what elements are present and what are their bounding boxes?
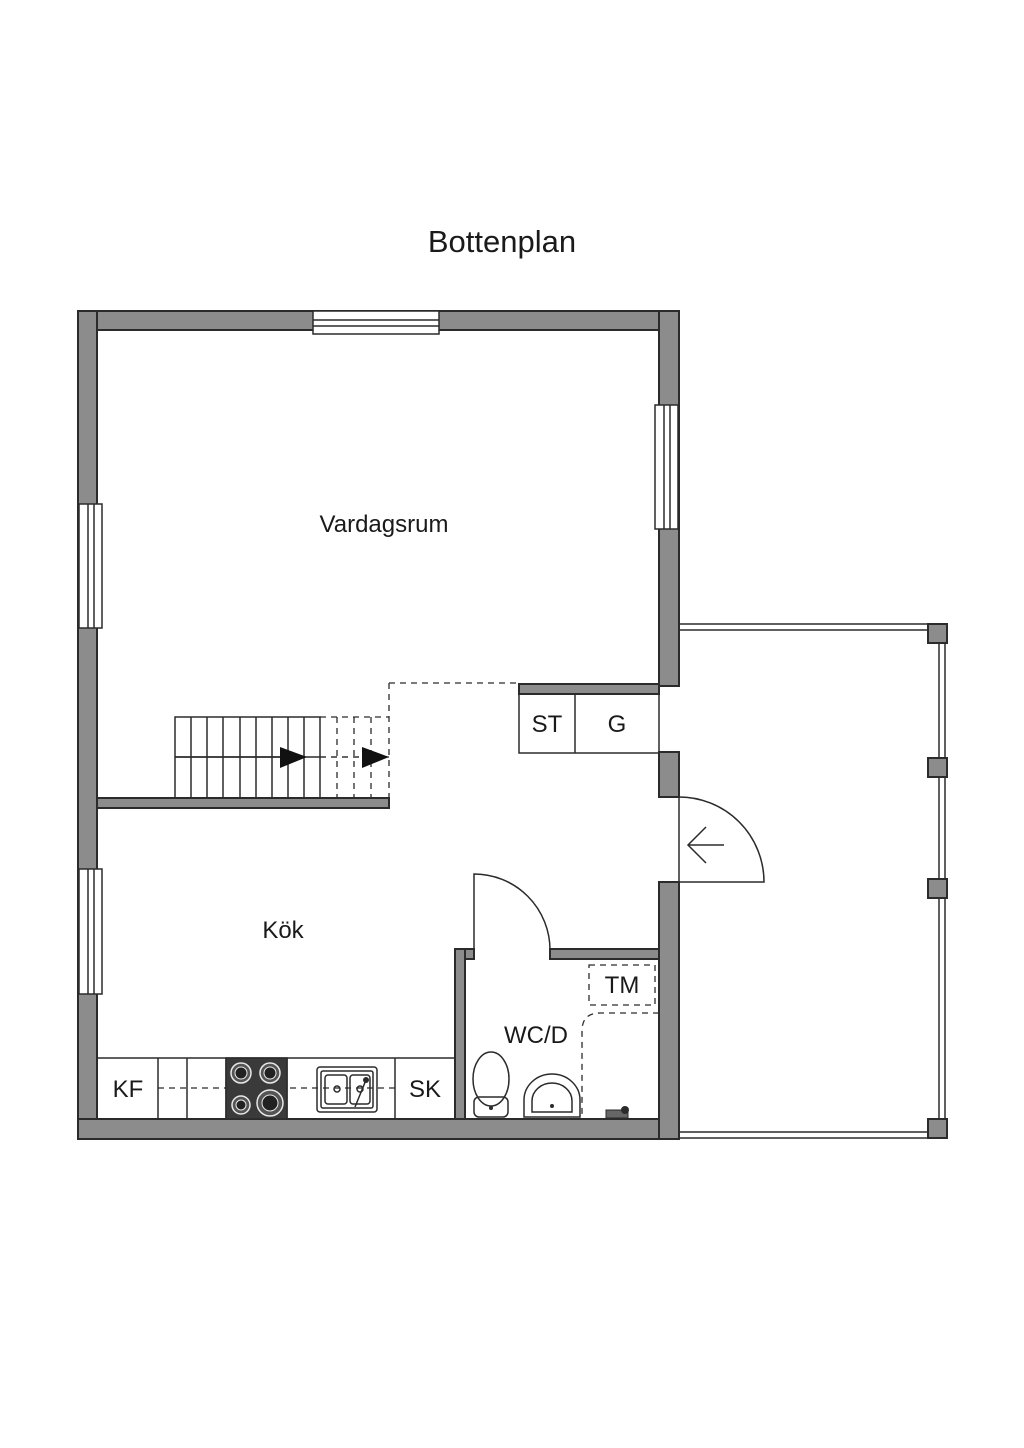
wardrobe-label: G	[608, 711, 627, 738]
interior-walls	[96, 683, 660, 1120]
window-left-lower	[78, 868, 103, 995]
window-left-upper	[78, 503, 103, 629]
direction-arrow-icon	[175, 747, 307, 768]
washing-machine-label: TM	[605, 972, 640, 999]
toilet-icon	[472, 1051, 510, 1118]
kitchen-counter: KF SK	[96, 1057, 456, 1120]
porch	[679, 623, 948, 1139]
plan-title: Bottenplan	[428, 224, 576, 259]
staircase	[174, 682, 519, 799]
window-right	[654, 404, 679, 530]
direction-arrow-icon-2	[320, 747, 389, 768]
kitchen-sink-icon	[316, 1066, 378, 1113]
living-room-label: Vardagsrum	[320, 511, 449, 538]
tap-icon	[605, 1106, 629, 1119]
bathroom-label: WC/D	[504, 1022, 568, 1049]
window-top	[312, 310, 440, 335]
bathroom-door	[473, 873, 551, 951]
bathroom-fixtures: TM	[472, 964, 659, 1119]
kitchen-label: Kök	[262, 917, 304, 944]
fridge-freezer-label: KF	[113, 1076, 144, 1103]
cabinet-label: SK	[409, 1076, 441, 1103]
windows	[78, 310, 679, 995]
stove-icon	[225, 1057, 288, 1120]
sink-icon	[523, 1073, 581, 1118]
outer-walls	[77, 310, 680, 1140]
closet-label: ST	[532, 711, 563, 738]
entrance-door	[678, 796, 765, 883]
arrow-left-icon	[686, 826, 724, 864]
closets: ST G	[518, 693, 660, 754]
